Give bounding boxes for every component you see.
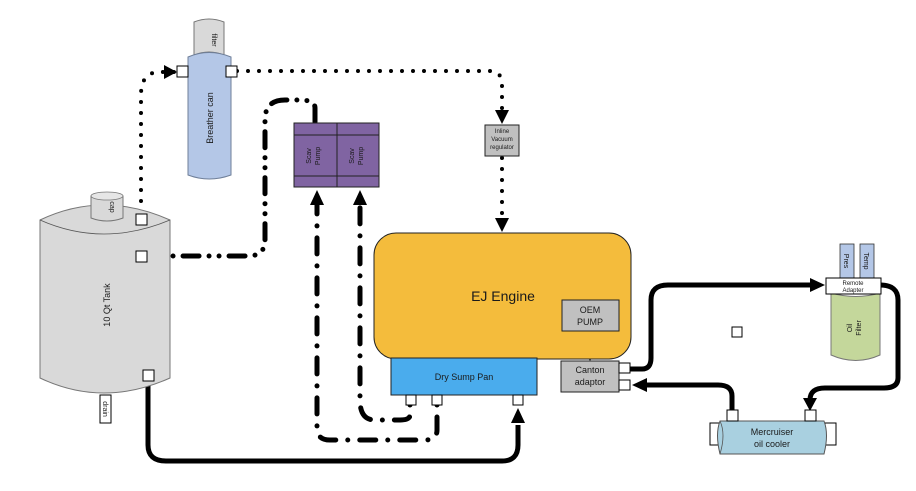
oil-cooler-label-line1: Mercruiser [751, 427, 794, 437]
ej-engine[interactable]: EJ Engine [373, 232, 632, 360]
scav-pump-2-label-line2: Pump [358, 147, 365, 165]
arrowhead-icon [495, 218, 509, 232]
remote-adapter [825, 277, 882, 295]
oil-filter-assembly[interactable]: Pres Temp Oil Filter Remote Adapter [825, 243, 882, 361]
breather-filter [193, 18, 225, 56]
oil-cooler-label-line2: oil cooler [754, 439, 790, 449]
scavenge-line-pan-to-pump-1 [310, 190, 440, 443]
vacuum-regulator[interactable]: Inline Vacuum regulator [484, 124, 520, 157]
breather-inlet-port [176, 65, 189, 78]
arrowhead-icon [495, 110, 509, 124]
arrowhead-icon [810, 278, 825, 292]
vent-line-regulator-to-engine [495, 156, 509, 232]
tank-label: 10 Qt Tank [102, 283, 112, 327]
scav-pump-1[interactable]: Scav Pump [293, 122, 338, 188]
oem-pump-label-line1: OEM [580, 305, 601, 315]
canton-label-line2: adaptor [575, 377, 606, 387]
dry-sump-pan-label: Dry Sump Pan [435, 372, 494, 382]
arrowhead-icon [353, 190, 367, 205]
unconnected-port [731, 326, 743, 338]
oem-pump-label-line2: PUMP [577, 317, 603, 327]
vent-line-breather-to-regulator [235, 69, 509, 124]
oil-filter [830, 292, 881, 361]
tank-vent-port [135, 213, 148, 226]
regulator-label-line1: Inline [495, 129, 510, 135]
tank-return-port [135, 250, 148, 263]
engine-label: EJ Engine [471, 288, 535, 304]
regulator-label-line2: Vacuum [491, 137, 513, 143]
scav-pump-1-label-line2: Pump [315, 147, 322, 165]
oil-cooler[interactable]: Mercruiser oil cooler [709, 409, 837, 455]
canton-inlet-port [618, 379, 631, 391]
scav-pump-2[interactable]: Scav Pump [336, 122, 380, 188]
canton-label-line1: Canton [575, 365, 604, 375]
breather-can-label: Breather can [205, 92, 215, 144]
pan-scavenge-port-1 [405, 394, 417, 406]
breather-can[interactable]: filter Breather can [176, 18, 238, 180]
pressure-line-tank-to-pan [145, 382, 525, 464]
canton-outlet-port [618, 362, 631, 374]
pressure-line-cooler-to-canton [632, 378, 735, 410]
arrowhead-icon [511, 408, 525, 423]
tank-cap-label: cap [108, 201, 115, 212]
arrowhead-icon [632, 378, 647, 392]
scav-pump-1-label-line1: Scav [306, 148, 313, 164]
vent-line-tank-to-breather [139, 65, 178, 214]
remote-adapter-label-line2: Adapter [842, 288, 863, 294]
breather-filter-label: filter [210, 33, 217, 47]
oil-filter-label-line2: Filter [856, 320, 863, 336]
canton-adaptor[interactable]: Canton adaptor [560, 360, 631, 393]
dry-sump-pan[interactable]: Dry Sump Pan [390, 357, 538, 406]
remote-adapter-label-line1: Remote [842, 281, 864, 287]
arrowhead-icon [164, 65, 177, 79]
pres-sensor-label: Pres [842, 254, 849, 269]
breather-outlet-port [225, 65, 238, 78]
pan-scavenge-port-2 [431, 394, 443, 406]
tank-drain-label: drain [101, 401, 108, 417]
cooler-outlet-port [726, 409, 739, 422]
pressure-line-canton-to-filter [630, 278, 825, 372]
cooler-inlet-port [804, 409, 817, 422]
pressure-line-filter-to-cooler [803, 282, 901, 411]
oil-filter-label-line1: Oil [847, 323, 854, 332]
scavenge-line-pan-to-pump-2 [353, 190, 413, 423]
pan-pickup-port [512, 394, 524, 406]
arrowhead-icon [803, 398, 817, 411]
regulator-label-line3: regulator [490, 145, 514, 151]
arrowhead-icon [310, 190, 324, 205]
temp-sensor-label: Temp [862, 252, 869, 269]
oil-tank[interactable]: cap 10 Qt Tank drain [39, 191, 171, 424]
tank-drain [99, 394, 112, 424]
scav-pump-2-label-line1: Scav [349, 148, 356, 164]
tank-outlet-port [142, 369, 155, 382]
oem-pump[interactable]: OEM PUMP [561, 299, 620, 332]
